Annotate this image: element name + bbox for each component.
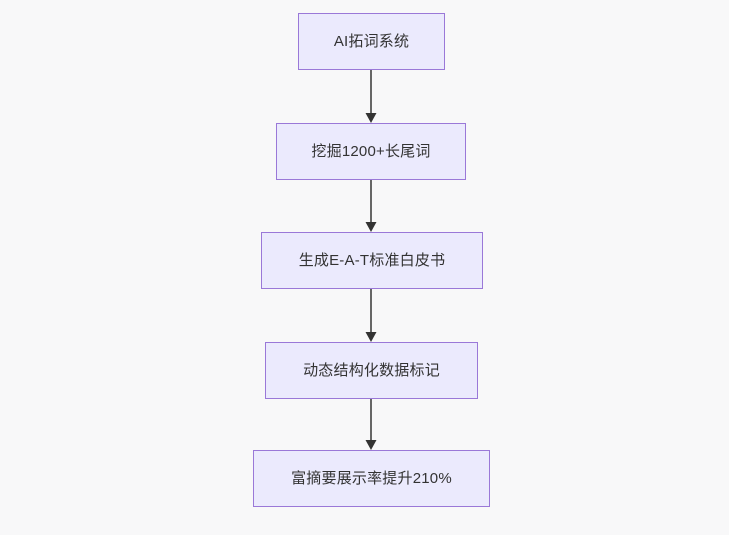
flow-node-label: 富摘要展示率提升210% [291,469,452,487]
flow-node-4[interactable]: 动态结构化数据标记 [265,342,478,399]
flow-node-label: 动态结构化数据标记 [303,361,440,379]
flow-node-label: 挖掘1200+长尾词 [311,142,431,160]
flow-connector-arrow [359,289,383,342]
flow-connector-arrow [359,70,383,123]
flow-node-3[interactable]: 生成E-A-T标准白皮书 [261,232,483,289]
flow-node-label: 生成E-A-T标准白皮书 [298,251,446,269]
flow-node-2[interactable]: 挖掘1200+长尾词 [276,123,466,180]
flow-connector-arrow [359,399,383,450]
flow-node-1[interactable]: AI拓词系统 [298,13,445,70]
flow-node-5[interactable]: 富摘要展示率提升210% [253,450,490,507]
flow-connector-arrow [359,180,383,232]
flow-node-label: AI拓词系统 [333,32,410,50]
